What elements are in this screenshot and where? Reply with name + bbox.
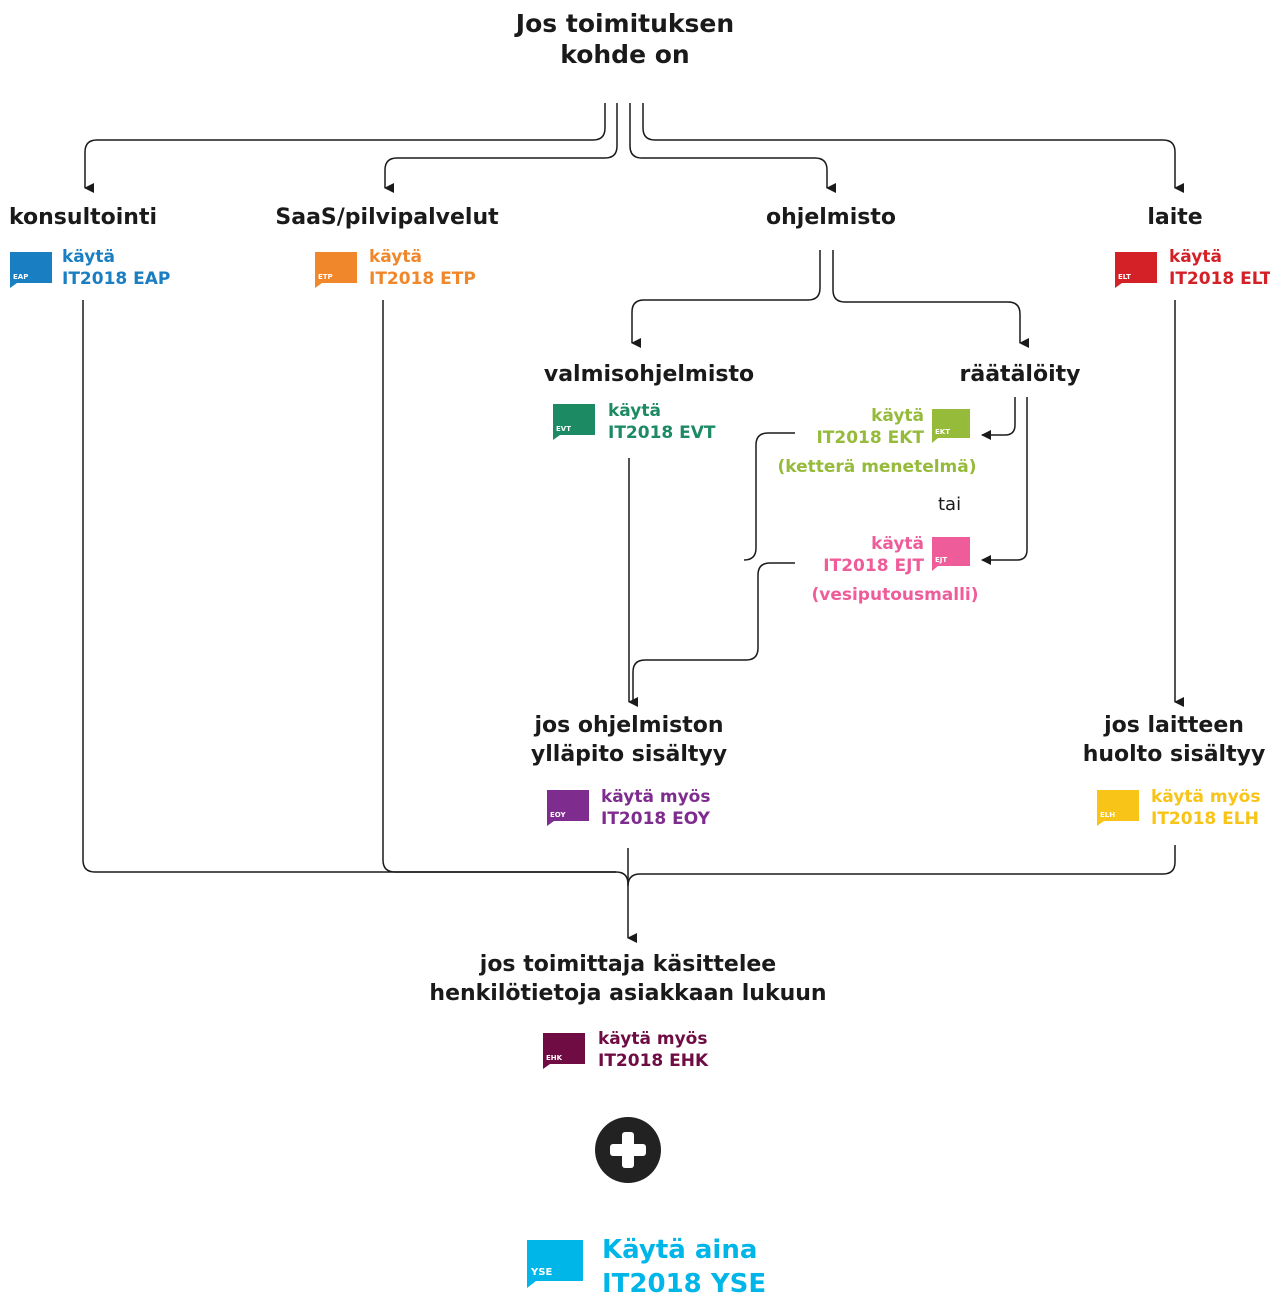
category-device: laite <box>1147 205 1203 230</box>
badge-shape <box>932 409 970 443</box>
software-type-ready: valmisohjelmisto <box>543 362 755 387</box>
badge-ekt-text: käytä IT2018 EKT <box>816 406 924 448</box>
badge-shape <box>10 252 52 288</box>
badge-eoy-text: käytä myös IT2018 EOY <box>601 787 711 829</box>
badge-code: EJT <box>935 556 947 564</box>
badge-ejt-note: (vesiputousmalli) <box>811 585 979 605</box>
badge-code: EVT <box>556 425 571 433</box>
badge-ehk-text: käytä myös IT2018 EHK <box>598 1029 709 1071</box>
software-type-custom: räätälöity <box>959 362 1081 387</box>
badge-elt-text: käytä IT2018 ELT <box>1169 247 1270 289</box>
line-consulting-to-merge <box>82 300 629 885</box>
badge-shape <box>547 790 589 826</box>
badge-elt-icon: ELT <box>1115 252 1157 288</box>
personal-data-line2: henkilötietoja asiakkaan lukuun <box>429 981 827 1006</box>
badge-etp-icon: ETP <box>315 252 357 288</box>
personal-data-condition: jos toimittaja käsittelee henkilötietoja… <box>429 950 826 1008</box>
arrow-to-consulting <box>84 103 606 193</box>
maintenance-line1: jos ohjelmiston <box>534 713 724 738</box>
badge-shape <box>315 252 357 288</box>
badge-code: ELH <box>1100 811 1115 819</box>
maintenance-line2: ylläpito sisältyy <box>530 742 728 767</box>
arrow-to-ejt <box>981 397 1028 565</box>
badge-ekt-icon: EKT <box>932 409 970 443</box>
badge-code: ETP <box>318 273 333 281</box>
badge-eap-text: käytä IT2018 EAP <box>62 247 171 289</box>
line-ekt-to-maintenance <box>743 432 795 561</box>
badge-code: YSE <box>530 1267 552 1278</box>
badge-code: EKT <box>935 428 950 436</box>
arrow-to-software <box>629 103 836 193</box>
badge-shape <box>1097 790 1139 826</box>
badge-yse-icon: YSE <box>527 1240 583 1288</box>
badge-eoy-icon: EOY <box>547 790 589 826</box>
arrow-to-custom-software <box>832 250 1029 348</box>
badge-evt-text: käytä IT2018 EVT <box>608 401 716 443</box>
flow-title: Jos toimituksen kohde on <box>516 8 734 70</box>
badge-shape <box>543 1033 585 1069</box>
badge-ejt-text: käytä IT2018 EJT <box>823 534 924 576</box>
badge-etp-text: käytä IT2018 ETP <box>369 247 476 289</box>
category-saas: SaaS/pilvipalvelut <box>275 205 499 230</box>
badge-code: EHK <box>546 1054 563 1062</box>
category-software: ohjelmisto <box>766 205 896 230</box>
line-saas-to-merge <box>382 300 616 873</box>
flow-title-line1: Jos toimituksen <box>515 9 735 38</box>
badge-ekt-note: (ketterä menetelmä) <box>777 457 977 477</box>
service-line2: huolto sisältyy <box>1082 742 1266 767</box>
badge-evt-icon: EVT <box>553 404 595 440</box>
badge-code: EAP <box>13 273 28 281</box>
line-device-service-to-merge <box>627 845 1176 887</box>
badge-shape <box>1115 252 1157 288</box>
badge-eap-icon: EAP <box>10 252 52 288</box>
service-line1: jos laitteen <box>1104 713 1244 738</box>
flow-title-line2: kohde on <box>560 40 690 69</box>
badge-shape <box>527 1240 583 1288</box>
personal-data-line1: jos toimittaja käsittelee <box>479 952 777 977</box>
badge-elh-icon: ELH <box>1097 790 1139 826</box>
badge-ehk-icon: EHK <box>543 1033 585 1069</box>
badge-shape <box>553 404 595 440</box>
badge-code: ELT <box>1118 273 1131 281</box>
badge-shape <box>932 537 970 571</box>
plus-circle-icon <box>595 1117 661 1183</box>
or-label: tai <box>938 494 962 515</box>
maintenance-condition: jos ohjelmiston ylläpito sisältyy <box>531 711 727 769</box>
badge-yse-text: Käytä aina IT2018 YSE <box>602 1235 767 1299</box>
arrow-to-ekt <box>981 397 1016 440</box>
arrow-to-device <box>642 103 1184 193</box>
arrow-to-saas <box>384 103 618 193</box>
category-consulting: konsultointi <box>8 205 158 230</box>
badge-ejt-icon: EJT <box>932 537 970 571</box>
line-ejt-to-maintenance <box>632 562 795 700</box>
arrow-to-ready-software <box>631 250 821 348</box>
service-condition: jos laitteen huolto sisältyy <box>1083 711 1266 769</box>
badge-elh-text: käytä myös IT2018 ELH <box>1151 787 1261 829</box>
badge-code: EOY <box>550 811 566 819</box>
